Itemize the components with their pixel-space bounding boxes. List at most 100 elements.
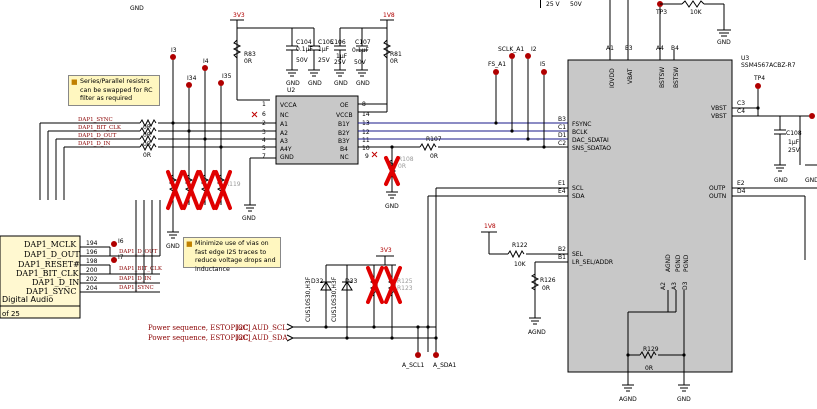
schematic-label: 4 [262,137,266,144]
schematic-label: C107 [355,39,371,46]
schematic-label: GND [774,177,788,184]
cap-c104: C104 0.1µF 50V GND [286,28,313,87]
schematic-label: C108 [786,130,802,137]
schematic-label: CUS10S30,H3F [331,276,338,322]
top-fragment-gnd: GND [130,5,144,12]
schematic-label: A2 [280,130,288,137]
schematic-label: SCLK_A1 [498,46,524,53]
schematic-label: A3 [671,282,678,290]
schematic-label: 9 [365,153,369,160]
schematic-label: DAP1_SYNC [78,117,113,123]
pullups-r125-r123: 3V3 R125 R123 [357,247,413,340]
schematic-label: PGND [675,254,682,272]
schematic-label: 204 [86,285,98,292]
rail-1v8-right: 1V8 R81 0R [340,12,402,113]
schematic-label: 3V3 [380,247,392,254]
schematic-label: A3 [280,138,288,145]
schematic-label: I4 [203,58,209,65]
schematic-label: C104 [296,39,312,46]
schematic-label: I3 [171,47,177,54]
schematic-label: 202 [86,276,98,283]
schematic-label: DAP1_D_OUT [24,250,80,259]
tp3-label: TP3 [655,9,667,16]
schematic-label: 50V [570,1,583,8]
schematic-label: C4 [737,108,745,115]
schematic-label: I6 [118,238,124,245]
testpoint-i35: I35 [218,73,232,86]
schematic-label: B1 [558,254,566,261]
schematic-label: 194 [86,240,98,247]
schematic-label: CUS10S30,H3F [305,276,312,322]
schematic-label: 25 V [546,1,561,8]
schematic-label: I35 [222,73,232,80]
rail-3v3-left: 3V3 R83 0R [230,12,314,101]
schematic-label: U2 [287,87,295,94]
schematic-label: 1µF [318,46,330,53]
schematic-label: 0R [143,141,151,148]
testpoint-sclk-a1: SCLK_A1 [498,46,524,133]
cap-c106: C106 1µF 25V GND [330,28,348,87]
schematic-label: BSTSW [659,67,666,88]
schematic-label: I5 [540,61,546,68]
schematic-label: IOVDD [609,68,616,88]
schematic-label: VCCB [336,112,353,119]
schematic-label: SCL [572,185,584,192]
schematic-label: 3 [262,129,266,136]
schematic-label: VBST [711,113,727,120]
testpoint-i2: I2 [525,46,537,141]
schematic-label: I34 [187,75,197,82]
schematic-label: U3 [741,55,749,62]
schematic-label: D3 [682,281,689,290]
schematic-label: VCCA [280,102,297,109]
schematic-label: GND [286,80,300,87]
schematic-label: GND [280,154,294,161]
schematic-label: 0R [143,152,151,159]
schematic-label: C1 [558,124,566,131]
schematic-label: OUTN [709,193,726,200]
schematic-label: SEL [572,251,584,258]
schematic-label: 0R [645,365,653,372]
schematic-label: LR_SEL/ADDR [572,259,613,266]
schematic-label: DAP1_D_OUT [78,133,117,139]
schematic-label: 1µF [336,53,348,60]
schematic-label: D33 [345,278,357,285]
schematic-label: 0.1µF [352,47,369,54]
schematic-label: SNS_SDATAO [572,145,611,152]
testpoint-a-sda1: A_SDA1 [433,352,457,369]
schematic-label: 14 [362,111,370,118]
schematic-label: DAP1_D_IN [119,276,152,282]
schematic-label: R122 [512,242,528,249]
schematic-label: 198 [86,258,98,265]
schematic-label: B4 [340,146,348,153]
schematic-label: GND [242,215,256,222]
cap-c107: C107 0.1µF 50V GND [352,28,371,87]
schematic-label: OUTP [709,185,726,192]
schematic-label: OE [340,102,349,109]
schematic-label: AGND [619,396,637,403]
schematic-label: D32 [311,278,323,285]
schematic-label: A1 [606,45,614,52]
power-sequence-labels: Power sequence, ESTOP[6C] I2C_AUD_SCL Po… [148,323,295,342]
note-vias-text: Minimize use of vias on fast edge I2S tr… [195,240,276,273]
schematic-label: AGND [528,329,546,336]
dnp-parallel-resistors: R119 [166,170,241,210]
schematic-label: D4 [737,188,746,195]
testpoint-i34: I34 [186,75,197,88]
schematic-label: R129 [643,346,659,353]
power-seq-scl-prefix: Power sequence, ESTOP[6C] [148,324,251,332]
schematic-label: A1 [280,121,288,128]
testpoint-i3: I3 [170,47,177,60]
schematic-label: 25V [334,59,347,66]
schematic-label: DAP1_BIT_CLK [78,125,122,131]
schematic-label: R81 [390,51,402,58]
schematic-label: 8 [362,101,366,108]
r10k-value: 10K [690,9,703,16]
schematic-label: of 25 [2,310,20,318]
schematic-label: E2 [737,180,745,187]
schematic-label: NC [280,112,289,119]
schematic-label: C3 [737,100,745,107]
schematic-label: 11 [362,137,370,144]
tp3-group: TP3 10K GND [655,0,731,50]
ic-u2: U2 VCCA NC A1 A2 A3 A4Y GND OE VCCB B1Y … [242,87,378,222]
note-vias: ■ Minimize use of vias on fast edge I2S … [183,237,281,273]
